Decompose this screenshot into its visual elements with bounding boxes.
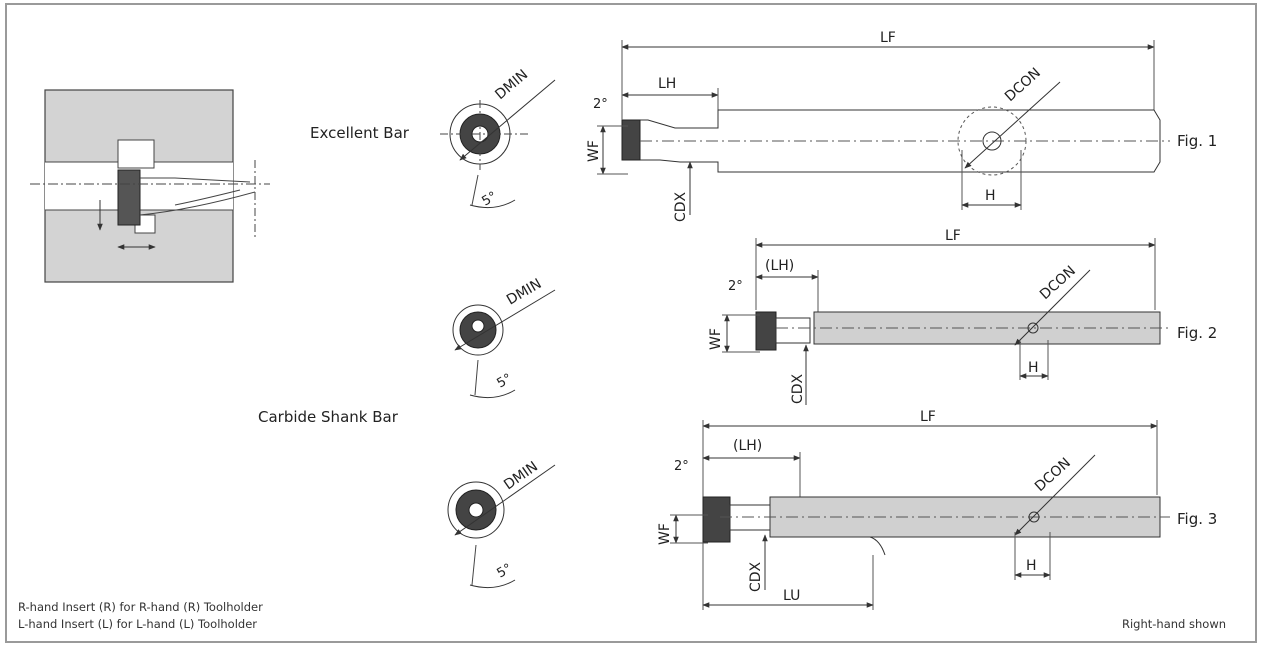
fig2-drawing [722, 238, 1170, 405]
carbide-bar-2-angle-5-label: 5° [495, 561, 515, 581]
end-view-carbide-bar-2 [447, 464, 556, 589]
fig2-lh-label: (LH) [765, 258, 794, 274]
fig3-angle-2-label: 2° [674, 459, 689, 474]
fig2-h-label: H [1028, 360, 1039, 376]
l-hand-note: L-hand Insert (L) for L-hand (L) Toolhol… [18, 617, 258, 631]
section-view [30, 89, 270, 283]
fig1-h-label: H [985, 188, 996, 204]
excellent-bar-dmin-label: DMIN [492, 67, 531, 103]
fig2-lf-label: LF [945, 228, 961, 244]
fig3-drawing [670, 420, 1170, 610]
right-hand-shown-note: Right-hand shown [1122, 617, 1227, 631]
fig3-h-label: H [1026, 558, 1037, 574]
excellent-bar-label: Excellent Bar [310, 124, 409, 142]
fig1-wf-label: WF [586, 140, 602, 162]
fig3-lh-label: (LH) [733, 438, 762, 454]
carbide-bar-1-angle-5-label: 5° [495, 371, 515, 391]
fig1-drawing [597, 40, 1170, 215]
fig3-lf-label: LF [920, 409, 936, 425]
fig2-angle-2-label: 2° [728, 279, 743, 294]
fig2-dcon-label: DCON [1037, 263, 1079, 303]
carbide-bar-2-dmin-label: DMIN [501, 459, 541, 494]
fig3-lu-label: LU [783, 588, 800, 604]
fig1-angle-2-label: 2° [593, 97, 608, 112]
fig2-cdx-label: CDX [790, 373, 806, 404]
fig2-wf-label: WF [708, 328, 724, 350]
fig1-dcon-label: DCON [1002, 65, 1044, 105]
fig3-wf-label: WF [657, 523, 673, 545]
fig1-label: Fig. 1 [1177, 132, 1218, 150]
r-hand-note: R-hand Insert (R) for R-hand (R) Toolhol… [18, 600, 263, 614]
fig2-label: Fig. 2 [1177, 324, 1218, 342]
carbide-bar-1-dmin-label: DMIN [504, 276, 544, 309]
fig1-cdx-label: CDX [673, 191, 689, 222]
excellent-bar-angle-5-label: 5° [480, 189, 500, 209]
end-view-excellent-bar [440, 79, 556, 209]
carbide-shank-bar-label: Carbide Shank Bar [258, 408, 398, 426]
fig3-dcon-label: DCON [1032, 455, 1074, 495]
fig3-cdx-label: CDX [748, 561, 764, 592]
fig1-lf-label: LF [880, 30, 896, 46]
end-view-carbide-bar-1 [452, 289, 556, 399]
fig3-label: Fig. 3 [1177, 510, 1218, 528]
fig1-lh-label: LH [658, 76, 676, 92]
